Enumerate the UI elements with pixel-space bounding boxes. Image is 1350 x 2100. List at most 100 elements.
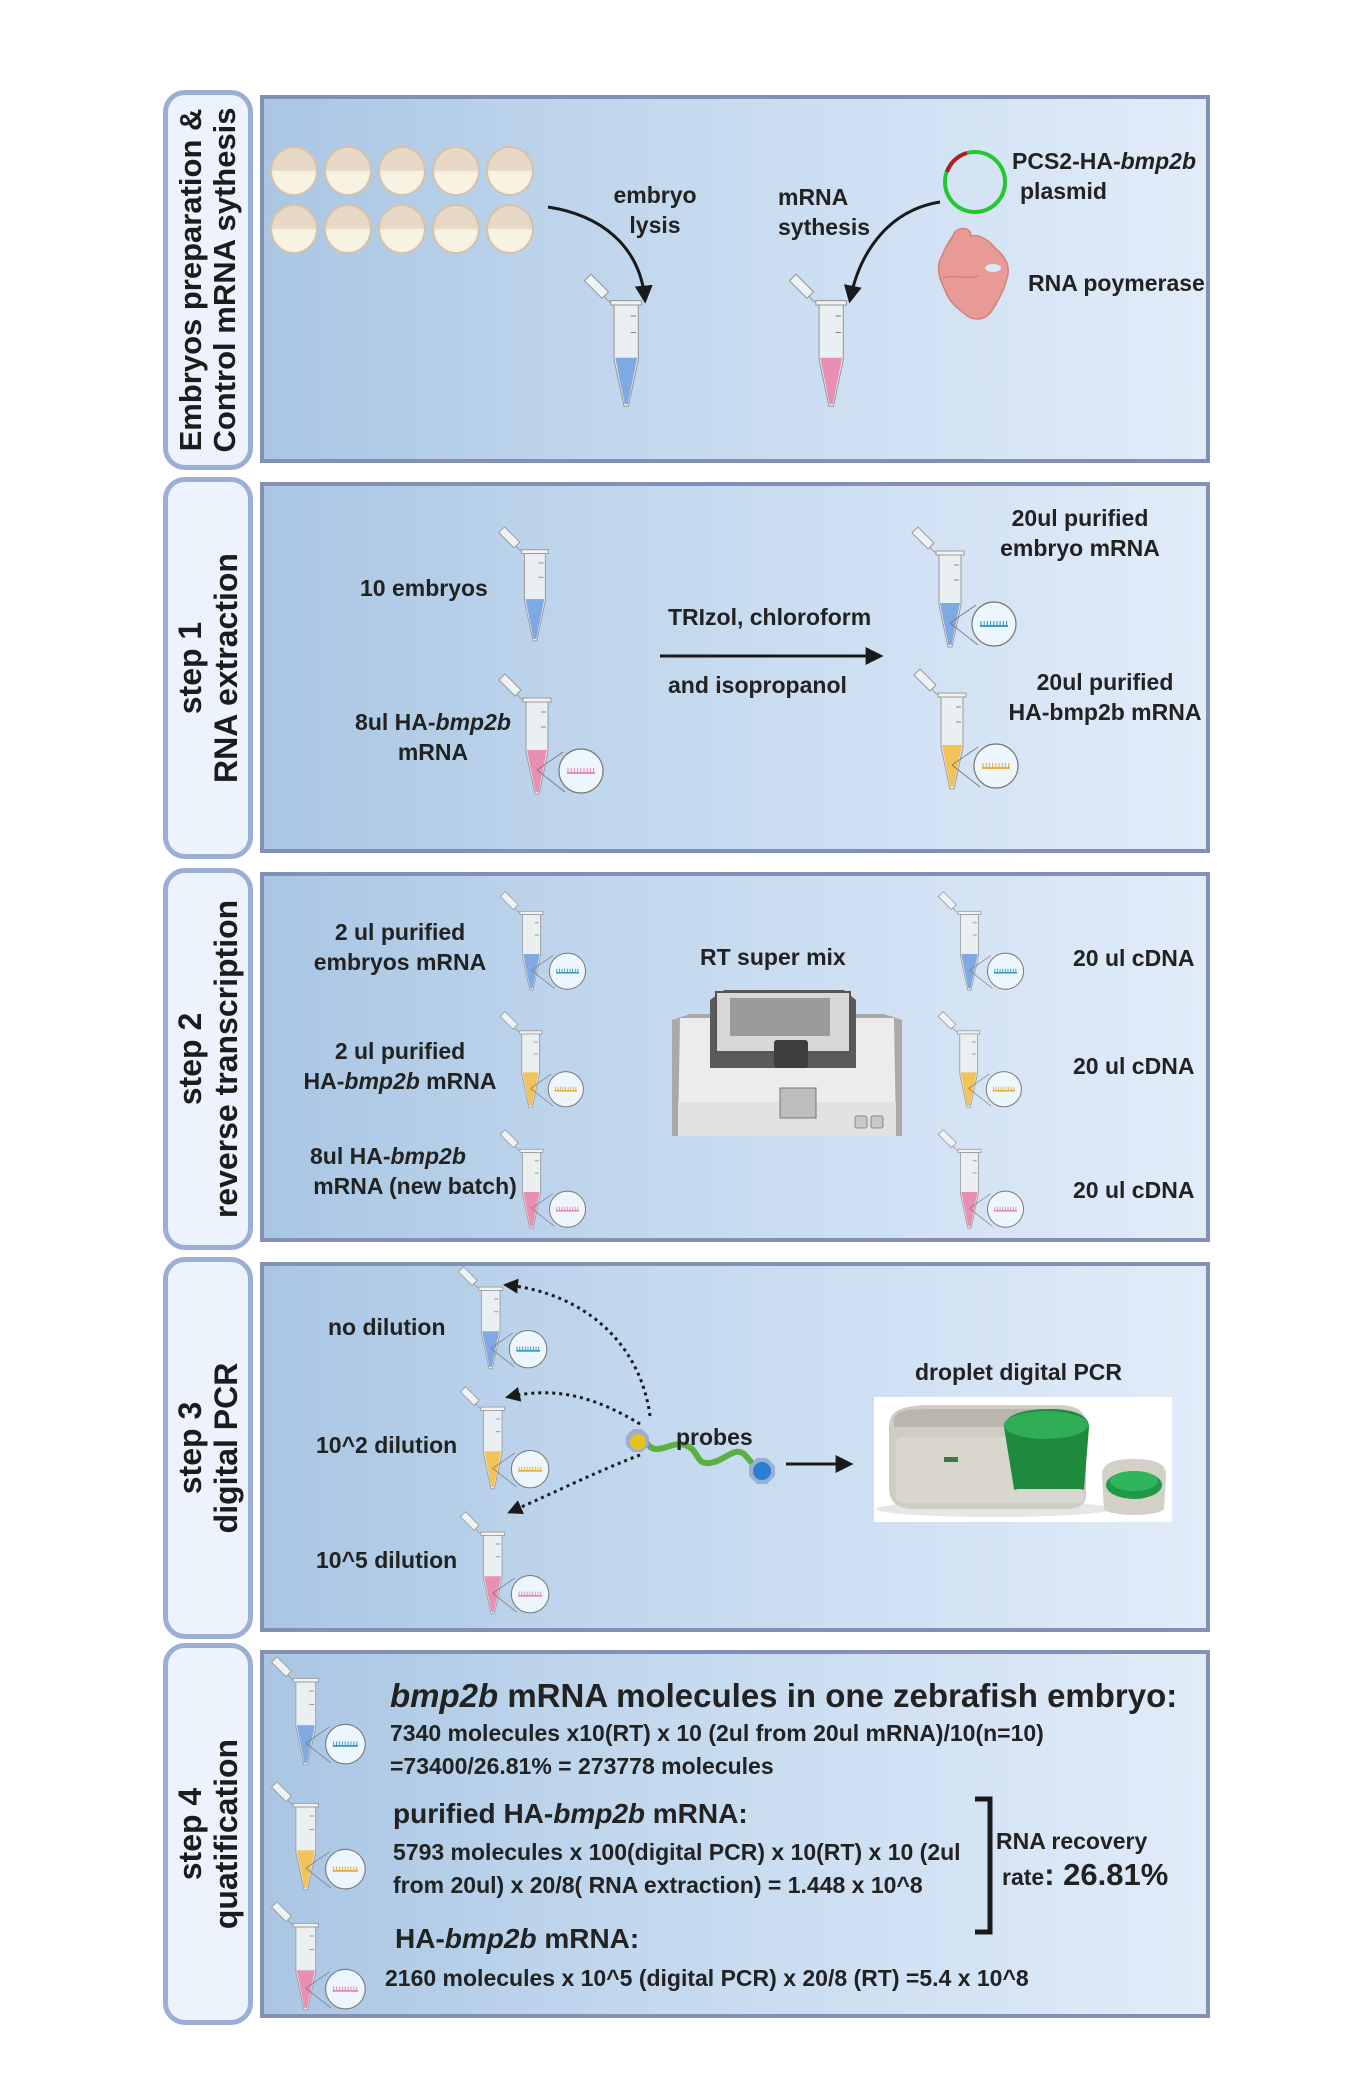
- mrna-synthesis-line1: mRNA: [778, 184, 849, 210]
- step1-output-ha-line1: 20ul purified: [1036, 669, 1174, 695]
- mrna-synthesis-label: mRNA sythesis: [778, 182, 870, 242]
- embryo-icon: [432, 146, 480, 196]
- prefix: HA-: [395, 1923, 445, 1954]
- step1-output-embryo-tube: [911, 526, 1017, 648]
- step2-cdna-embryo-tube: [937, 891, 1025, 991]
- purified-quant-calc-2: from 20ul) x 20/8( RNA extraction) = 1.4…: [393, 1872, 923, 1898]
- gene: bmp2b: [390, 1143, 466, 1169]
- lysis-tube: [583, 273, 643, 407]
- step2-input-embryos-line2: embryos mRNA: [313, 949, 487, 975]
- probe-icon: [625, 1429, 775, 1484]
- step2-input-purified-ha: 2 ul purified HA-bmp2b mRNA: [300, 1036, 500, 1096]
- plasmid-gene: bmp2b: [1120, 148, 1197, 174]
- embryo-icon: [378, 146, 426, 196]
- rt-super-mix-label: RT super mix: [700, 944, 846, 970]
- step1-input-ha-prefix: 8ul HA-: [355, 709, 436, 735]
- prefix: purified HA-: [393, 1798, 554, 1829]
- prefix: 8ul HA-: [310, 1143, 391, 1169]
- prefix: HA-: [303, 1068, 345, 1094]
- recovery-line1: RNA recovery: [996, 1828, 1148, 1854]
- panel-step1: [260, 482, 1210, 853]
- step2-input-new-batch-line2: mRNA (new batch): [313, 1173, 517, 1199]
- recovery-bracket: [975, 1796, 993, 1935]
- step2-input-purified-ha-line1: 2 ul purified: [334, 1038, 466, 1064]
- probe-arrow-10e2: [505, 1386, 641, 1426]
- recovery-line2: rate: 26.81%: [996, 1857, 1169, 1892]
- embryo-icon: [486, 204, 534, 254]
- step2-input-embryos-line1: 2 ul purified: [334, 919, 466, 945]
- quant-embryo-tube: [270, 1656, 366, 1766]
- embryo-lysis-arrow: [547, 205, 653, 304]
- step1-output-ha: 20ul purified HA-bmp2b mRNA: [1000, 667, 1210, 727]
- quant-purified-tube: [270, 1781, 366, 1891]
- suffix: mRNA: [419, 1068, 497, 1094]
- step1-input-ha-line1: 8ul HA-bmp2b: [348, 707, 518, 737]
- step1-input-embryos: 10 embryos: [360, 575, 488, 601]
- embryo-quant-calc-1: 7340 molecules x10(RT) x 10 (2ul from 20…: [390, 1720, 1044, 1746]
- recovery-rate: RNA recovery rate: 26.81%: [996, 1826, 1168, 1892]
- recovery-value: : 26.81%: [1044, 1857, 1169, 1892]
- cdna-output-3: 20 ul cDNA: [1073, 1177, 1195, 1203]
- embryo-icon: [324, 204, 372, 254]
- step2-input-ha-tube: [499, 1011, 584, 1108]
- probe-arrow-10e5: [507, 1453, 641, 1515]
- step1-output-ha-line2: HA-bmp2b mRNA: [1008, 699, 1202, 725]
- step2-cdna-newbatch-tube: [937, 1129, 1025, 1229]
- embryo-lysis-label: embryo lysis: [605, 180, 705, 240]
- cdna-output-2: 20 ul cDNA: [1073, 1053, 1195, 1079]
- embryo-lysis-line1: embryo: [613, 182, 697, 208]
- extraction-reagents-line1: TRIzol, chloroform: [668, 604, 872, 630]
- purified-quant-title: purified HA-bmp2b mRNA:: [393, 1797, 748, 1831]
- rna-polymerase-icon: [937, 227, 1009, 320]
- plasmid-prefix: PCS2-HA-: [1012, 148, 1121, 174]
- embryo-icon: [270, 204, 318, 254]
- quant-raw-tube: [270, 1901, 366, 2011]
- step1-output-embryo-line1: 20ul purified: [1011, 505, 1149, 531]
- suffix: mRNA:: [536, 1923, 640, 1954]
- plasmid-line2: plasmid: [1020, 178, 1107, 204]
- step2-cdna-ha-tube: [937, 1011, 1022, 1108]
- embryo-quant-title: bmp2b mRNA molecules in one zebrafish em…: [390, 1677, 1177, 1715]
- plasmid-icon: [943, 150, 1007, 214]
- section-label-prep: Embryos preparation &Control mRNA sythes…: [163, 90, 253, 470]
- embryo-icon: [324, 146, 372, 196]
- mrna-synthesis-line2: sythesis: [778, 214, 871, 240]
- step2-input-newbatch-tube: [499, 1129, 587, 1229]
- step1-input-ha-line2: mRNA: [397, 739, 469, 765]
- embryo-icon: [270, 146, 318, 196]
- probes-label: probes: [676, 1424, 753, 1450]
- ddpcr-instrument-image: [874, 1397, 1172, 1522]
- gene: bmp2b: [444, 1923, 537, 1954]
- pcr-tube-no-dilution: [457, 1266, 548, 1370]
- step1-output-ha-tube: [913, 668, 1019, 790]
- suffix: mRNA:: [645, 1798, 748, 1829]
- step2-input-new-batch: 8ul HA-bmp2b mRNA (new batch): [305, 1141, 525, 1201]
- panel-step2: [260, 872, 1210, 1242]
- ddpcr-label: droplet digital PCR: [915, 1359, 1122, 1385]
- step2-input-embryos: 2 ul purified embryos mRNA: [310, 917, 490, 977]
- step1-input-ha-gene: bmp2b: [435, 709, 511, 735]
- pcr-tube-10e2: [459, 1386, 550, 1490]
- embryo-quant-calc-2: =73400/26.81% = 273778 molecules: [390, 1753, 774, 1779]
- rest: mRNA molecules in one zebrafish embryo:: [498, 1677, 1178, 1714]
- gene: bmp2b: [344, 1068, 420, 1094]
- gene: bmp2b: [553, 1798, 645, 1829]
- mrna-synthesis-arrow: [844, 200, 941, 304]
- step1-output-embryo: 20ul purified embryo mRNA: [1000, 503, 1160, 563]
- embryo-icon: [486, 146, 534, 196]
- dilution-10e2: 10^2 dilution: [316, 1432, 458, 1458]
- gene: bmp2b: [390, 1677, 499, 1714]
- rna-polymerase-label: RNA poymerase: [1028, 270, 1205, 296]
- step1-ha-tube: [498, 673, 604, 795]
- purified-quant-calc-1: 5793 molecules x 100(digital PCR) x 10(R…: [393, 1839, 961, 1865]
- plasmid-label: PCS2-HA-bmp2b plasmid: [1012, 146, 1196, 206]
- dilution-none: no dilution: [328, 1314, 446, 1340]
- thermocycler-icon: [672, 990, 902, 1136]
- raw-quant-calc: 2160 molecules x 10^5 (digital PCR) x 20…: [385, 1965, 1029, 1991]
- embryo-icon: [378, 204, 426, 254]
